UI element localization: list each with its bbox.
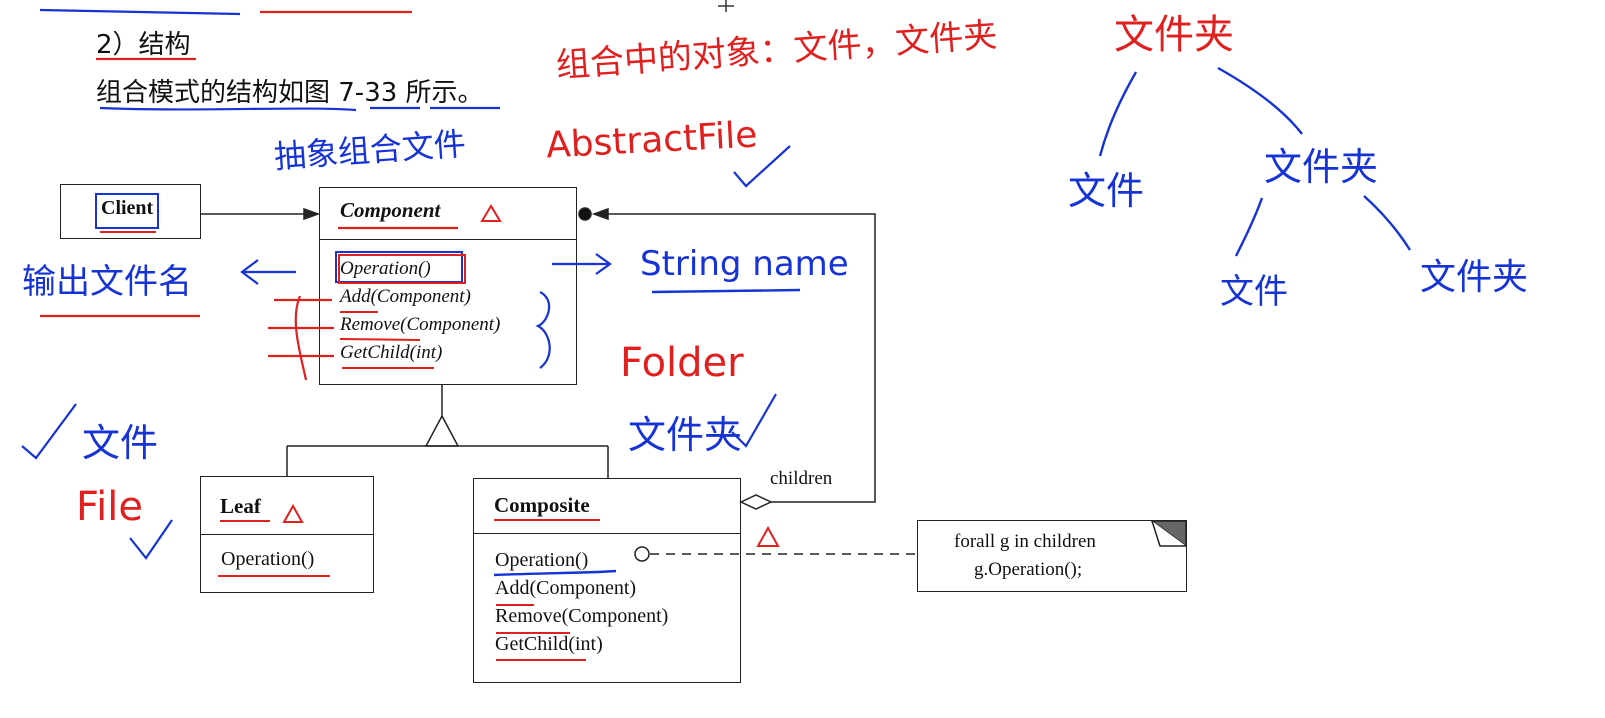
children-role-label: children [770,468,833,489]
note-dog-ear [1149,520,1187,548]
composite-method: GetChild(int) [495,633,603,655]
leaf-method: Operation() [221,548,315,570]
annotation-file-en: File [76,484,143,530]
aggregation-children-line [578,207,876,510]
component-class-name: Component [340,198,441,222]
component-method: Remove(Component) [340,314,501,335]
tree-grandchild-right-label: 文件夹 [1420,257,1529,298]
leaf-class-name: Leaf [220,494,261,518]
component-method: Add(Component) [340,286,471,307]
note-box: forall g in children g.Operation(); [917,520,1187,592]
composite-method: Add(Component) [495,577,637,599]
client-class-name: Client [101,197,154,219]
client-association-arrow [201,207,321,221]
client-class-box: Client [60,184,201,239]
intro-text: 组合模式的结构如图 7-33 所示。 [96,78,484,108]
note-connector [634,546,917,562]
composite-method: Operation() [495,549,589,571]
note-line-1: forall g in children [954,531,1096,552]
component-method: GetChild(int) [340,342,443,363]
generalization-arrow [286,385,609,478]
annotation-output-filename: 输出文件名 [22,262,192,302]
component-method: Operation() [340,258,431,279]
annotation-folder-en: Folder [620,340,744,386]
tree-right-child-label: 文件夹 [1264,145,1379,189]
tree-root-label: 文件夹 [1114,12,1234,58]
tree-grandchild-left-label: 文件 [1220,272,1288,312]
note-line-2: g.Operation(); [974,559,1083,580]
component-class-box: Component Operation() Add(Component) Rem… [319,187,577,385]
leaf-class-box: Leaf Operation() [200,476,374,593]
annotation-file-cn: 文件 [82,421,159,465]
composite-class-box: Composite Operation() Add(Component) Rem… [473,478,741,683]
tree-left-child-label: 文件 [1068,169,1145,213]
composite-class-name: Composite [494,493,590,517]
composite-method: Remove(Component) [495,605,669,627]
section-heading: 2）结构 [96,30,191,60]
annotation-folder-cn: 文件夹 [628,413,743,457]
annotation-string-name: String name [640,244,849,284]
